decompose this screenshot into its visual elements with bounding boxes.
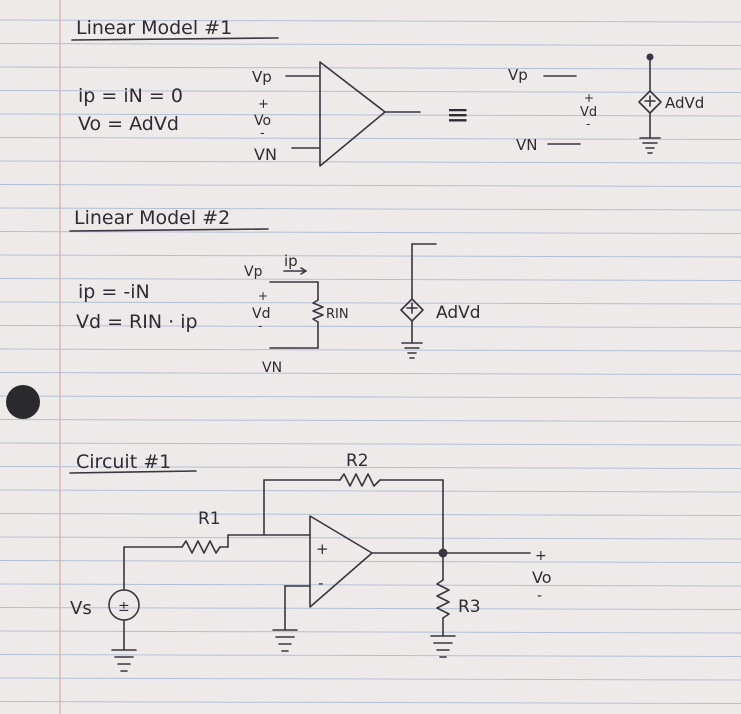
model2-vd: Vd <box>252 306 270 322</box>
circuit1-opamp-minus: - <box>318 574 323 592</box>
ruled-line <box>0 513 741 516</box>
circuit1-title-underline <box>69 470 197 474</box>
circuit1-vo-plus: + <box>535 548 547 564</box>
model1-source-label: AdVd <box>665 94 704 112</box>
circuit-1: Circuit #1 + - <box>69 451 552 672</box>
circuit1-vo-minus: - <box>537 588 542 604</box>
circuit1-r3: R3 <box>458 597 481 617</box>
ruled-line <box>0 254 741 258</box>
model1-vd-minus: - <box>586 117 590 131</box>
model1-title-underline <box>71 37 279 41</box>
model2-source-label: AdVd <box>436 303 481 323</box>
ruled-line <box>0 607 741 610</box>
ruled-line <box>0 278 741 281</box>
ruled-line <box>0 654 741 657</box>
model1-eq2: Vo = AdVd <box>78 113 179 135</box>
model2-rin-circuit <box>269 281 324 349</box>
model1-vd-plus: + <box>584 91 594 105</box>
model2-rin: RIN <box>326 307 349 322</box>
ruled-line <box>0 207 741 211</box>
ruled-line <box>0 466 741 469</box>
circuit1-ground-source <box>111 649 137 672</box>
ruled-line <box>0 348 741 352</box>
model2-title-underline <box>69 228 269 232</box>
model2-eq2: Vd = RIN · ip <box>76 311 198 333</box>
circuit1-opamp <box>309 515 373 608</box>
model1-vn: VN <box>254 145 277 164</box>
model1-rhs-vp: Vp <box>508 66 528 84</box>
model1-eq1: ip = iN = 0 <box>78 85 183 107</box>
circuit1-voltage-source <box>108 589 140 621</box>
model1-opamp <box>285 61 421 167</box>
circuit1-vs: Vs <box>70 598 92 619</box>
ruled-line <box>0 43 741 46</box>
circuit1-source-sign: ± <box>118 599 130 615</box>
ruled-line <box>0 160 741 164</box>
model2-vn: VN <box>262 360 282 376</box>
ruled-line <box>0 395 741 399</box>
model1-equivalence: ≡ <box>446 98 469 131</box>
model2-title: Linear Model #2 <box>74 207 230 229</box>
model1-vp: Vp <box>252 68 272 86</box>
ruled-line <box>0 137 741 140</box>
ruled-line <box>0 442 741 446</box>
circuit1-ground-r3 <box>430 635 456 658</box>
model1-vo-plus: + <box>258 97 269 112</box>
ruled-line <box>0 19 741 23</box>
ruled-line <box>0 90 741 93</box>
model2-ip-arrow-head <box>300 267 307 275</box>
circuit1-opamp-plus: + <box>316 540 329 558</box>
model2-vd-minus: - <box>258 319 262 333</box>
binder-hole <box>6 385 40 419</box>
ruled-line <box>0 66 741 70</box>
ruled-line <box>0 419 741 422</box>
model1-dependent-source <box>638 53 662 154</box>
ruled-lines <box>0 19 741 704</box>
model2-vd-plus: + <box>258 289 268 303</box>
model2-eq1: ip = -iN <box>78 281 150 303</box>
ruled-line <box>0 677 741 681</box>
ruled-line <box>0 536 741 540</box>
circuit1-vo: Vo <box>532 568 552 587</box>
ruled-line <box>0 325 741 328</box>
circuit1-r1: R1 <box>198 509 221 529</box>
circuit1-ground-opamp <box>272 629 298 652</box>
linear-model-2: Linear Model #2 ip = -iN Vd = RIN · ip V… <box>69 207 481 376</box>
ruled-line <box>0 231 741 234</box>
circuit1-title: Circuit #1 <box>76 451 171 473</box>
model2-ip: ip <box>284 252 298 270</box>
ruled-line <box>0 701 741 704</box>
model1-title: Linear Model #1 <box>76 17 232 39</box>
ruled-line <box>0 184 741 187</box>
model2-vp: Vp <box>244 264 263 280</box>
model1-rhs-vn: VN <box>516 136 537 154</box>
ruled-line <box>0 489 741 493</box>
model1-vd: Vd <box>580 105 597 120</box>
model2-dependent-source <box>400 243 437 359</box>
ruled-line <box>0 113 741 117</box>
ruled-line <box>0 301 741 305</box>
model1-vo-minus: - <box>260 126 265 141</box>
linear-model-1: Linear Model #1 ip = iN = 0 Vo = AdVd Vp… <box>71 17 704 167</box>
circuit1-wiring <box>123 473 531 651</box>
ruled-line <box>0 372 741 375</box>
circuit1-r2: R2 <box>346 451 369 471</box>
model1-vo: Vo <box>254 113 271 129</box>
